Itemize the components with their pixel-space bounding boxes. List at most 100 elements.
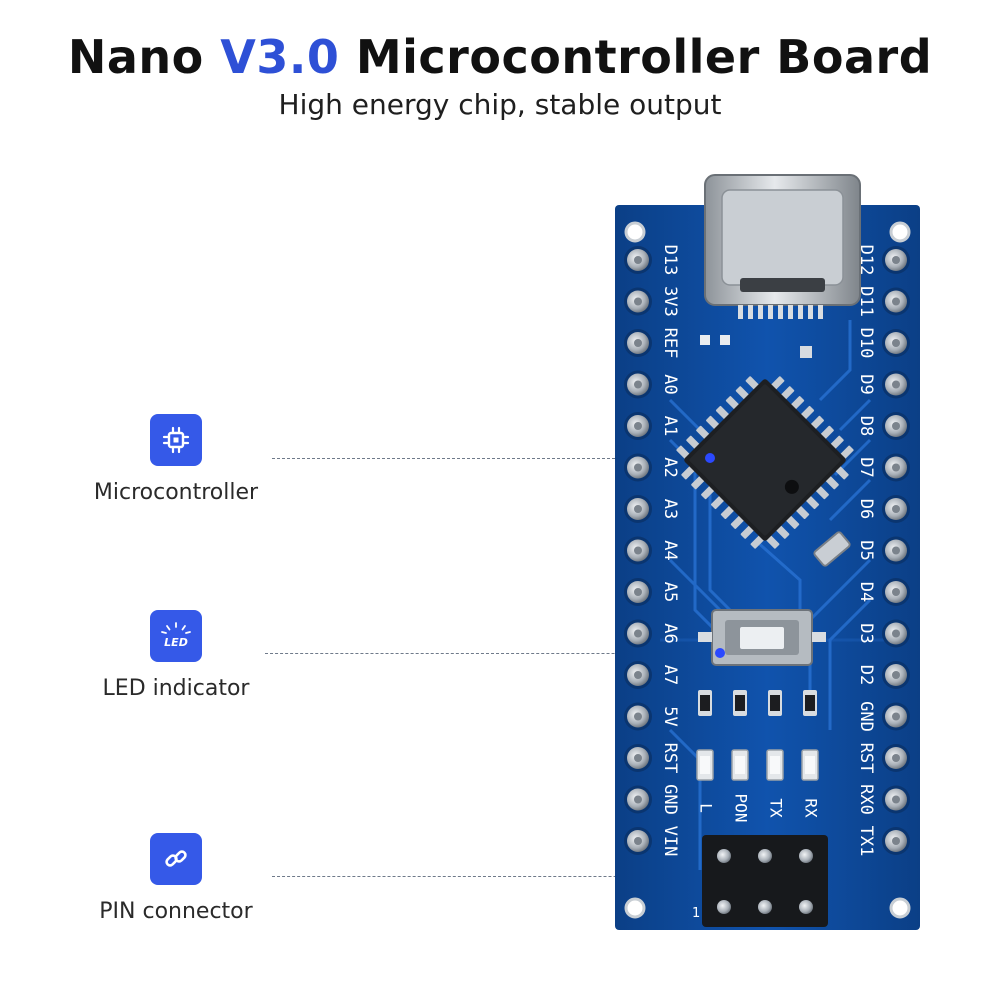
feature-microcontroller: Microcontroller [46,414,306,505]
link-icon [150,833,202,885]
right-pin-header [882,246,910,855]
leader-line-led [265,653,720,654]
right-pin-label: D8 [856,416,876,436]
feature-label-led: LED indicator [102,676,250,701]
left-pin [624,578,652,606]
right-pin [882,536,910,565]
icsp-header: 1 [692,835,828,927]
left-pin [624,536,652,565]
status-led-label: TX [767,798,786,818]
left-pin [624,619,652,648]
right-pin-label: RX0 [856,784,876,815]
led-icon: LED [150,610,202,662]
left-pin [624,370,652,399]
page-title: Nano V3.0 Microcontroller Board [0,30,1000,84]
left-pin [624,702,652,731]
right-pin [882,287,910,316]
pcb [615,205,920,930]
left-pin-label: A0 [660,374,680,394]
left-pin-label: A6 [660,623,680,643]
right-pin [882,578,910,606]
chip-icon [150,414,202,466]
title-prefix: Nano [67,30,204,84]
left-pin-label: A3 [660,499,680,519]
page-subtitle: High energy chip, stable output [278,88,722,121]
usb-c-connector [704,174,861,319]
right-pin [882,785,910,814]
right-pin [882,661,910,689]
status-led-label: L [697,803,716,813]
left-pin-label: A5 [660,582,680,602]
crystal-oscillator [813,531,851,567]
left-pin [624,246,652,274]
left-pin-label: VIN [660,826,680,857]
status-led: L [696,690,716,813]
left-pin [624,453,652,482]
led-icon-text: LED [164,636,188,649]
right-pin-label: D5 [856,540,876,560]
left-pin-label: RST [660,743,680,774]
left-pin [624,287,652,316]
left-pin [624,661,652,689]
right-pin-label: D4 [856,582,876,602]
status-led: RX [801,690,821,818]
left-pin-label: A1 [660,416,680,436]
smd-components-top [700,335,812,358]
leader-line-microcontroller [272,458,710,459]
left-pin-label: REF [660,328,680,359]
status-led: PON [731,690,751,823]
right-pin-label: GND [856,701,876,732]
left-pin-header [624,246,652,855]
reset-button-component [698,609,826,666]
left-pin-label: A2 [660,457,680,477]
led-marker-dot [715,648,725,658]
icsp-pin1-label: 1 [692,906,700,921]
left-pin [624,744,652,772]
mounting-holes [624,221,911,919]
status-led-label: PON [732,794,751,823]
right-pin [882,370,910,399]
right-pin-label: D6 [856,499,876,519]
right-pin [882,827,910,855]
left-pin [624,827,652,855]
feature-led-indicator: LED LED indicator [46,610,306,701]
status-led-label: RX [802,798,821,818]
leader-line-pin [272,876,712,877]
right-pin [882,246,910,274]
right-pin-label: D10 [856,328,876,359]
right-pin [882,495,910,523]
left-pin-label: 5V [660,706,680,726]
right-pin [882,702,910,731]
title-highlight: V3.0 [220,30,340,84]
left-pin-label: D13 [660,245,680,276]
left-pin [624,785,652,814]
left-pin-label: A7 [660,665,680,685]
right-pin-label: D11 [856,286,876,317]
right-pin-label: D3 [856,623,876,643]
feature-pin-connector: PIN connector [46,833,306,924]
right-pin-label: D2 [856,665,876,685]
right-pin [882,619,910,648]
right-pin-label: RST [856,743,876,774]
right-pin-label: D9 [856,374,876,394]
left-pin [624,412,652,440]
left-pin-label: A4 [660,540,680,560]
feature-label-microcontroller: Microcontroller [93,480,259,505]
right-pin-label: D7 [856,457,876,477]
left-pin [624,329,652,357]
right-pin-label: D12 [856,245,876,276]
status-leds: L PON TX RX [696,690,821,823]
right-pin-label: TX1 [856,826,876,857]
microcontroller-chip [676,376,854,549]
right-pin [882,412,910,440]
status-led: TX [766,690,786,818]
right-pin [882,453,910,482]
left-pin-label: 3V3 [660,286,680,317]
left-pin [624,495,652,523]
feature-label-pin: PIN connector [99,899,253,924]
microcontroller-marker-dot [705,453,715,463]
